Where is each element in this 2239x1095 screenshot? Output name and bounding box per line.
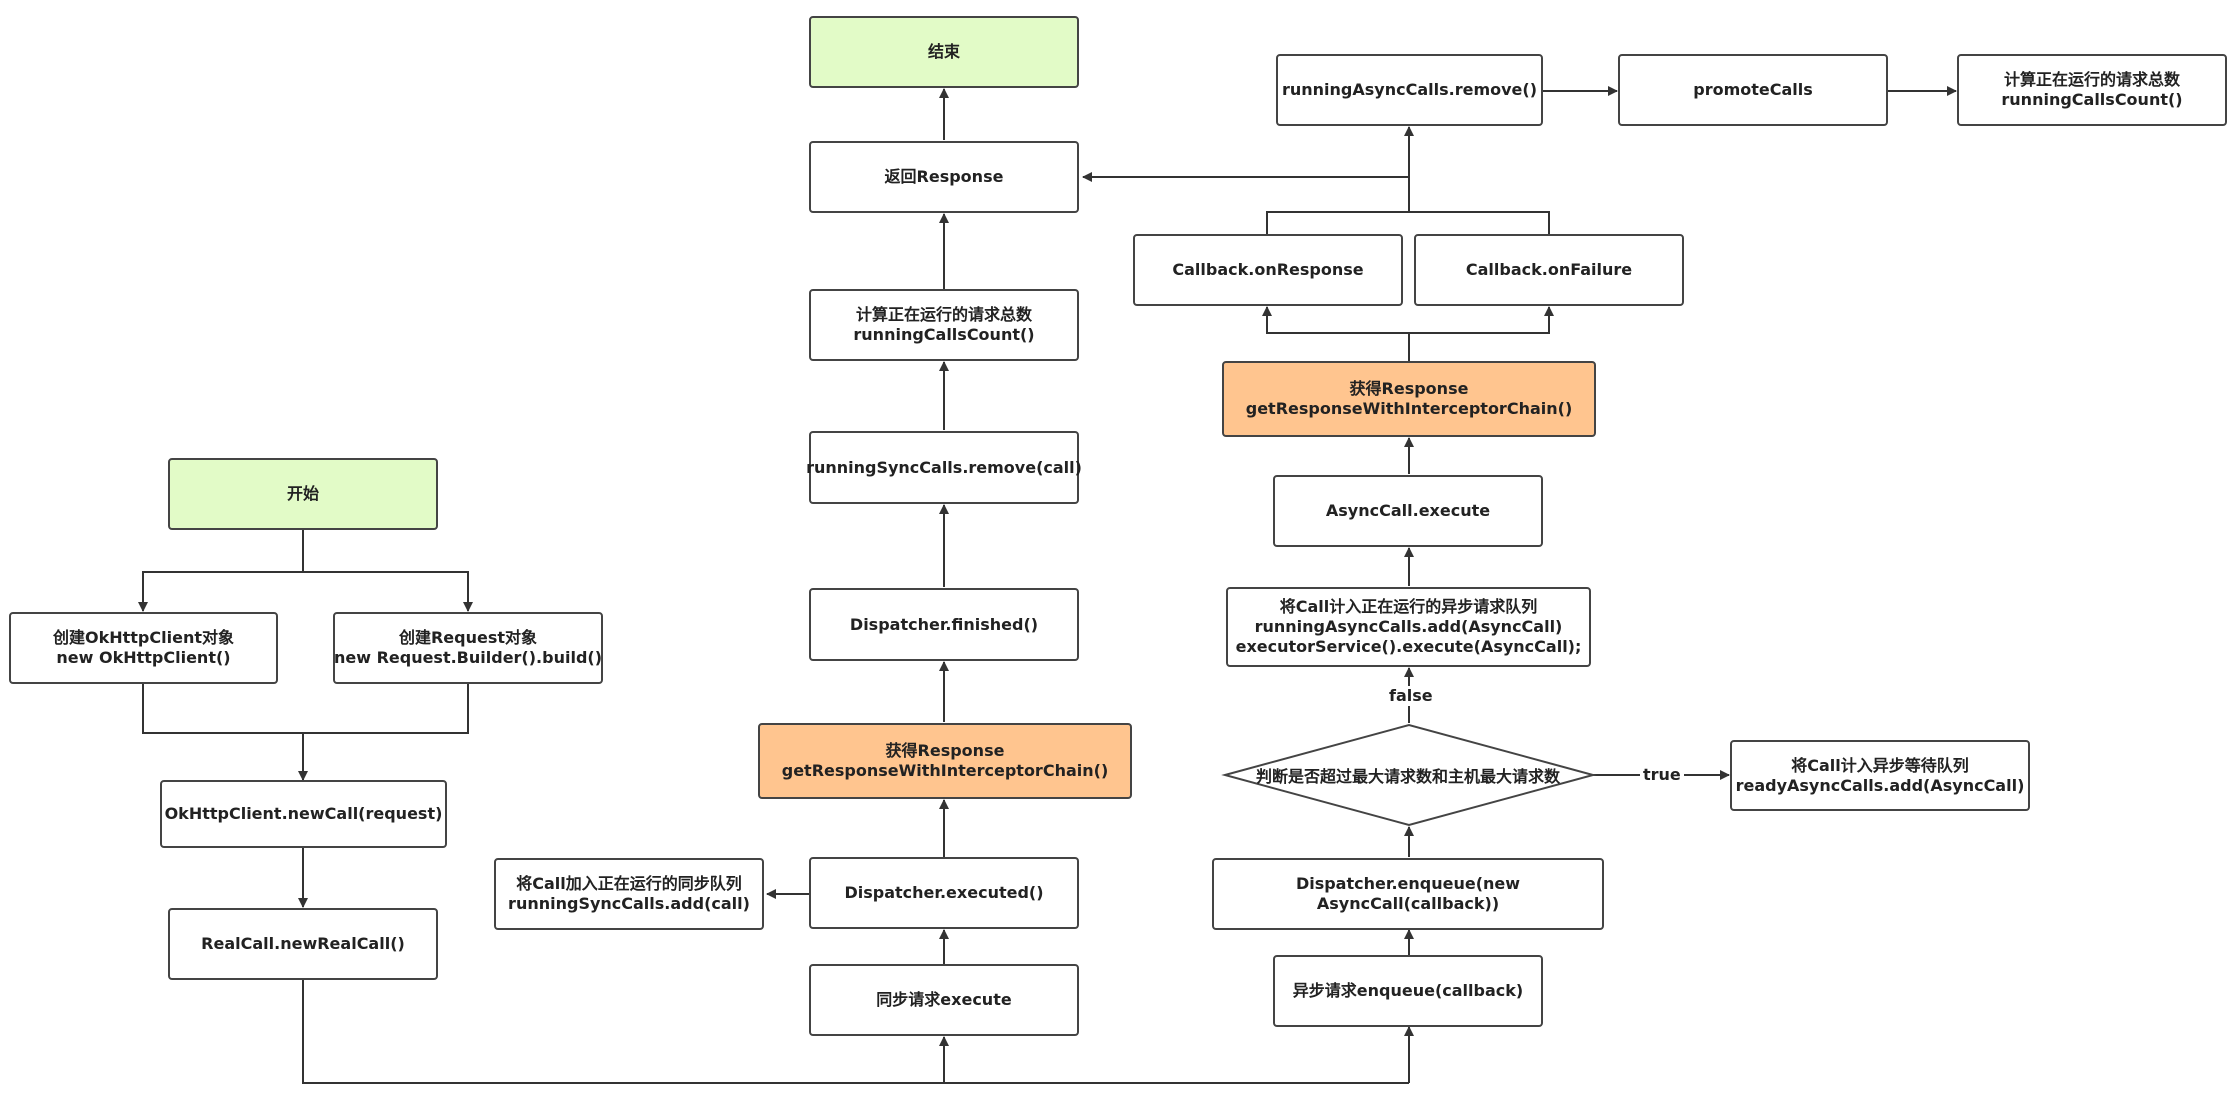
async-count-line-2: runningCallsCount() bbox=[2001, 90, 2183, 109]
on-response-node: Callback.onResponse bbox=[1133, 234, 1403, 306]
sync-get-response-line-1: 获得Response bbox=[885, 741, 1005, 760]
async-enqueue-label: 异步请求enqueue(callback) bbox=[1292, 981, 1524, 1000]
decision-diamond bbox=[1221, 723, 1597, 827]
running-add-line-2: runningAsyncCalls.add(AsyncCall) bbox=[1254, 617, 1563, 636]
ready-add-node: 将Call计入异步等待队列 readyAsyncCalls.add(AsyncC… bbox=[1730, 740, 2030, 811]
on-failure-label: Callback.onFailure bbox=[1465, 260, 1633, 279]
dispatcher-enqueue-line-1: Dispatcher.enqueue(new bbox=[1295, 874, 1521, 893]
create-request-line-1: 创建Request对象 bbox=[398, 628, 538, 647]
create-client-node: 创建OkHttpClient对象 new OkHttpClient() bbox=[9, 612, 278, 684]
edge-getresp-failure bbox=[1409, 306, 1554, 334]
sync-execute-node: 同步请求execute bbox=[809, 964, 1079, 1036]
dispatcher-finished-node: Dispatcher.finished() bbox=[809, 588, 1079, 661]
sync-count-line-1: 计算正在运行的请求总数 bbox=[855, 305, 1032, 324]
edge-getresp-callbacks bbox=[1262, 306, 1410, 361]
create-request-line-2: new Request.Builder().build() bbox=[333, 648, 603, 667]
end-node: 结束 bbox=[809, 16, 1079, 88]
sync-execute-label: 同步请求execute bbox=[876, 990, 1012, 1009]
sync-count-node: 计算正在运行的请求总数 runningCallsCount() bbox=[809, 289, 1079, 361]
new-call-node: OkHttpClient.newCall(request) bbox=[160, 780, 447, 848]
edge-callbacks-merge bbox=[1266, 211, 1550, 234]
create-client-line-2: new OkHttpClient() bbox=[56, 648, 231, 667]
sync-add-line-1: 将Call加入正在运行的同步队列 bbox=[516, 874, 742, 893]
start-label: 开始 bbox=[286, 484, 319, 503]
sync-add-node: 将Call加入正在运行的同步队列 runningSyncCalls.add(ca… bbox=[494, 858, 764, 930]
return-response-node: 返回Response bbox=[809, 141, 1079, 213]
promote-calls-label: promoteCalls bbox=[1693, 80, 1813, 99]
async-get-response-line-1: 获得Response bbox=[1349, 379, 1469, 398]
ready-add-line-2: readyAsyncCalls.add(AsyncCall) bbox=[1735, 775, 2025, 795]
running-add-line-3: executorService().execute(AsyncCall); bbox=[1235, 637, 1582, 656]
edge-bottom-bus bbox=[302, 980, 1409, 1084]
sync-remove-label: runningSyncCalls.remove(call) bbox=[806, 457, 1082, 477]
dispatcher-finished-label: Dispatcher.finished() bbox=[849, 614, 1039, 634]
dispatcher-enqueue-node: Dispatcher.enqueue(new AsyncCall(callbac… bbox=[1212, 858, 1604, 930]
dispatcher-executed-label: Dispatcher.executed() bbox=[844, 883, 1044, 902]
running-add-line-1: 将Call计入正在运行的异步请求队列 bbox=[1279, 597, 1538, 616]
async-call-execute-label: AsyncCall.execute bbox=[1325, 501, 1491, 520]
async-remove-label: runningAsyncCalls.remove() bbox=[1281, 80, 1538, 99]
decision-label: 判断是否超过最大请求数和主机最大请求数 bbox=[1255, 767, 1560, 786]
new-real-call-label: RealCall.newRealCall() bbox=[201, 934, 405, 953]
sync-count-line-2: runningCallsCount() bbox=[853, 325, 1035, 344]
async-count-node: 计算正在运行的请求总数 runningCallsCount() bbox=[1957, 54, 2227, 126]
create-client-line-1: 创建OkHttpClient对象 bbox=[53, 628, 234, 647]
async-get-response-line-2: getResponseWithInterceptorChain() bbox=[1245, 399, 1573, 418]
sync-get-response-node: 获得Response getResponseWithInterceptorCha… bbox=[758, 723, 1132, 799]
ready-add-line-1: 将Call计入异步等待队列 bbox=[1791, 755, 1969, 775]
async-remove-node: runningAsyncCalls.remove() bbox=[1276, 54, 1543, 126]
new-real-call-node: RealCall.newRealCall() bbox=[168, 908, 438, 980]
promote-calls-node: promoteCalls bbox=[1618, 54, 1888, 126]
async-get-response-node: 获得Response getResponseWithInterceptorCha… bbox=[1222, 361, 1596, 437]
sync-get-response-line-2: getResponseWithInterceptorChain() bbox=[781, 761, 1109, 780]
edge-merge bbox=[142, 684, 469, 734]
sync-remove-node: runningSyncCalls.remove(call) bbox=[806, 431, 1082, 504]
dispatcher-executed-node: Dispatcher.executed() bbox=[809, 857, 1079, 929]
async-count-line-1: 计算正在运行的请求总数 bbox=[2003, 70, 2180, 89]
edge-start-split-right bbox=[303, 571, 473, 612]
end-label: 结束 bbox=[927, 42, 960, 61]
async-call-execute-node: AsyncCall.execute bbox=[1273, 475, 1543, 547]
running-add-node: 将Call计入正在运行的异步请求队列 runningAsyncCalls.add… bbox=[1226, 587, 1591, 667]
create-request-node: 创建Request对象 new Request.Builder().build(… bbox=[333, 612, 603, 684]
on-response-label: Callback.onResponse bbox=[1172, 260, 1364, 279]
sync-add-line-2: runningSyncCalls.add(call) bbox=[508, 894, 750, 913]
false-label: false bbox=[1386, 686, 1436, 706]
dispatcher-enqueue-line-2: AsyncCall(callback)) bbox=[1316, 894, 1500, 913]
on-failure-node: Callback.onFailure bbox=[1414, 234, 1684, 306]
true-label: true bbox=[1640, 765, 1684, 785]
start-node: 开始 bbox=[168, 458, 438, 530]
return-response-label: 返回Response bbox=[884, 167, 1004, 186]
new-call-label: OkHttpClient.newCall(request) bbox=[164, 804, 443, 823]
async-enqueue-node: 异步请求enqueue(callback) bbox=[1273, 955, 1543, 1027]
edge-start-split bbox=[138, 530, 304, 612]
